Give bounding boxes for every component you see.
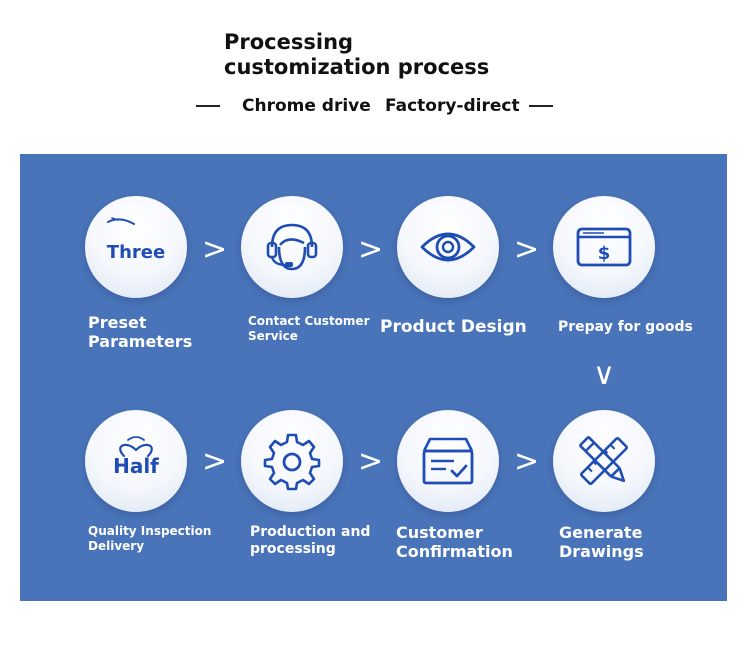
step-label-preset-parameters: Preset Parameters <box>88 313 193 351</box>
step-generate-drawings-circle <box>553 410 655 512</box>
step-contact-customer-service-circle <box>241 196 343 298</box>
step-production-and-processing-circle <box>241 410 343 512</box>
step-preset-parameters-circle: Three <box>85 196 187 298</box>
step-customer-confirmation-circle <box>397 410 499 512</box>
confirmation-box-icon <box>422 437 474 485</box>
subtitle-chrome-drive: Chrome drive <box>242 96 371 116</box>
payment-card-icon: $ <box>576 227 632 267</box>
three-badge-icon <box>107 217 135 225</box>
chevron-right-icon: > <box>202 232 228 267</box>
left-dash-divider <box>196 105 220 107</box>
half-badge-text: Half <box>113 454 159 478</box>
chevron-right-icon: > <box>514 444 540 479</box>
step-label-customer-confirmation: Customer Confirmation <box>396 523 513 561</box>
page-title: Processing customization process <box>224 30 490 79</box>
step-label-prepay-for-goods: Prepay for goods <box>558 319 693 335</box>
step-label-quality-inspection-delivery: Quality Inspection Delivery <box>88 524 212 553</box>
step-product-design-circle <box>397 196 499 298</box>
right-dash-divider <box>529 105 553 107</box>
gear-icon <box>263 433 321 491</box>
chevron-right-icon: > <box>514 232 540 267</box>
half-badge-icon <box>119 436 153 458</box>
eye-icon <box>420 232 476 262</box>
chevron-right-icon: > <box>202 444 228 479</box>
step-label-contact-customer-service: Contact Customer Service <box>248 314 370 343</box>
pencil-ruler-icon <box>579 436 629 486</box>
step-label-production-and-processing: Production and processing <box>250 524 371 557</box>
step-label-generate-drawings: Generate Drawings <box>559 523 644 561</box>
svg-text:$: $ <box>598 243 611 264</box>
step-label-product-design: Product Design <box>380 317 527 337</box>
chevron-right-icon: > <box>358 232 384 267</box>
step-quality-inspection-delivery-circle: Half <box>85 410 187 512</box>
three-badge-text: Three <box>106 242 166 263</box>
process-panel: Three > > > $ ∨ Preset <box>20 154 727 601</box>
chevron-down-icon: ∨ <box>593 357 615 392</box>
subtitle-factory-direct: Factory-direct <box>385 96 520 116</box>
chevron-right-icon: > <box>358 444 384 479</box>
headset-icon <box>266 223 318 271</box>
step-prepay-for-goods-circle: $ <box>553 196 655 298</box>
subtitle-row: Chrome drive Factory-direct <box>0 94 750 118</box>
